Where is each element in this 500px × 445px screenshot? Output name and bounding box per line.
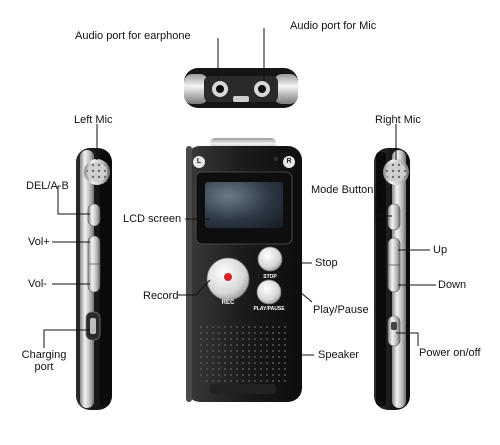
callout-power: Power on/off [419,347,481,359]
callout-mic-port: Audio port for Mic [290,20,377,32]
rec-dot [224,273,232,281]
callout-right-mic: Right Mic [375,114,421,126]
callout-record: Record [143,290,179,302]
callout-up: Up [433,244,448,256]
led-indicator [274,157,278,161]
callout-mode-button: Mode Button [311,184,374,196]
callout-stop: Stop [315,257,338,269]
power-switch-knob [391,322,397,330]
right-mic-mesh [386,162,406,182]
top-view-left-cap [184,74,208,104]
top-view [184,68,298,108]
front-bottom-band [210,384,276,394]
callout-lcd-screen: LCD screen [123,213,182,225]
power-switch [387,315,401,347]
del-ab-button [87,203,101,227]
front-view [186,138,302,402]
speaker-grille [200,322,288,382]
callout-charging-line2: port [34,361,54,373]
mic-left-badge: L [196,158,202,165]
callout-del-ab: DEL/A-B [26,180,69,192]
right-side-view [374,148,410,410]
callout-earphone-port: Audio port for earphone [75,30,191,42]
mic-right-badge: R [286,158,292,165]
front-body-highlight [186,146,192,402]
callout-vol-plus: Vol+ [28,236,50,248]
callout-left-mic: Left Mic [74,114,113,126]
play-button-label: PLAY/PAUSE [253,306,285,312]
right-side-edge [376,152,386,406]
leader-mode [375,196,392,217]
play-pause-button [256,279,282,305]
lanyard-slot [233,96,249,102]
stop-button [257,246,283,272]
mic-right-badge-bg [283,156,295,168]
earphone-jack-hole [216,85,224,93]
mic-left-badge-bg [193,156,205,168]
callout-vol-minus: Vol- [28,278,47,290]
callout-speaker: Speaker [318,349,359,361]
callout-charging-line1: Charging [21,349,67,361]
lcd-screen [205,182,283,228]
rec-button-label: REC [221,300,235,306]
leader-play-pause [281,291,313,303]
mode-button [387,203,401,231]
callout-down: Down [438,279,467,291]
leader-charging [43,329,90,348]
callout-play-pause: Play/Pause [313,304,369,316]
leader-del-ab [57,186,90,215]
leader-record [178,279,211,296]
left-side-edge [100,152,110,406]
mic-jack-hole [258,85,266,93]
callout-charging-port: Charging port [18,349,70,373]
left-mic-mesh [87,162,107,182]
leader-power [396,332,419,346]
usb-port-inner [90,318,96,334]
top-view-right-cap [274,74,298,104]
stop-button-label: STOP [263,274,277,280]
left-side-view [76,148,112,410]
